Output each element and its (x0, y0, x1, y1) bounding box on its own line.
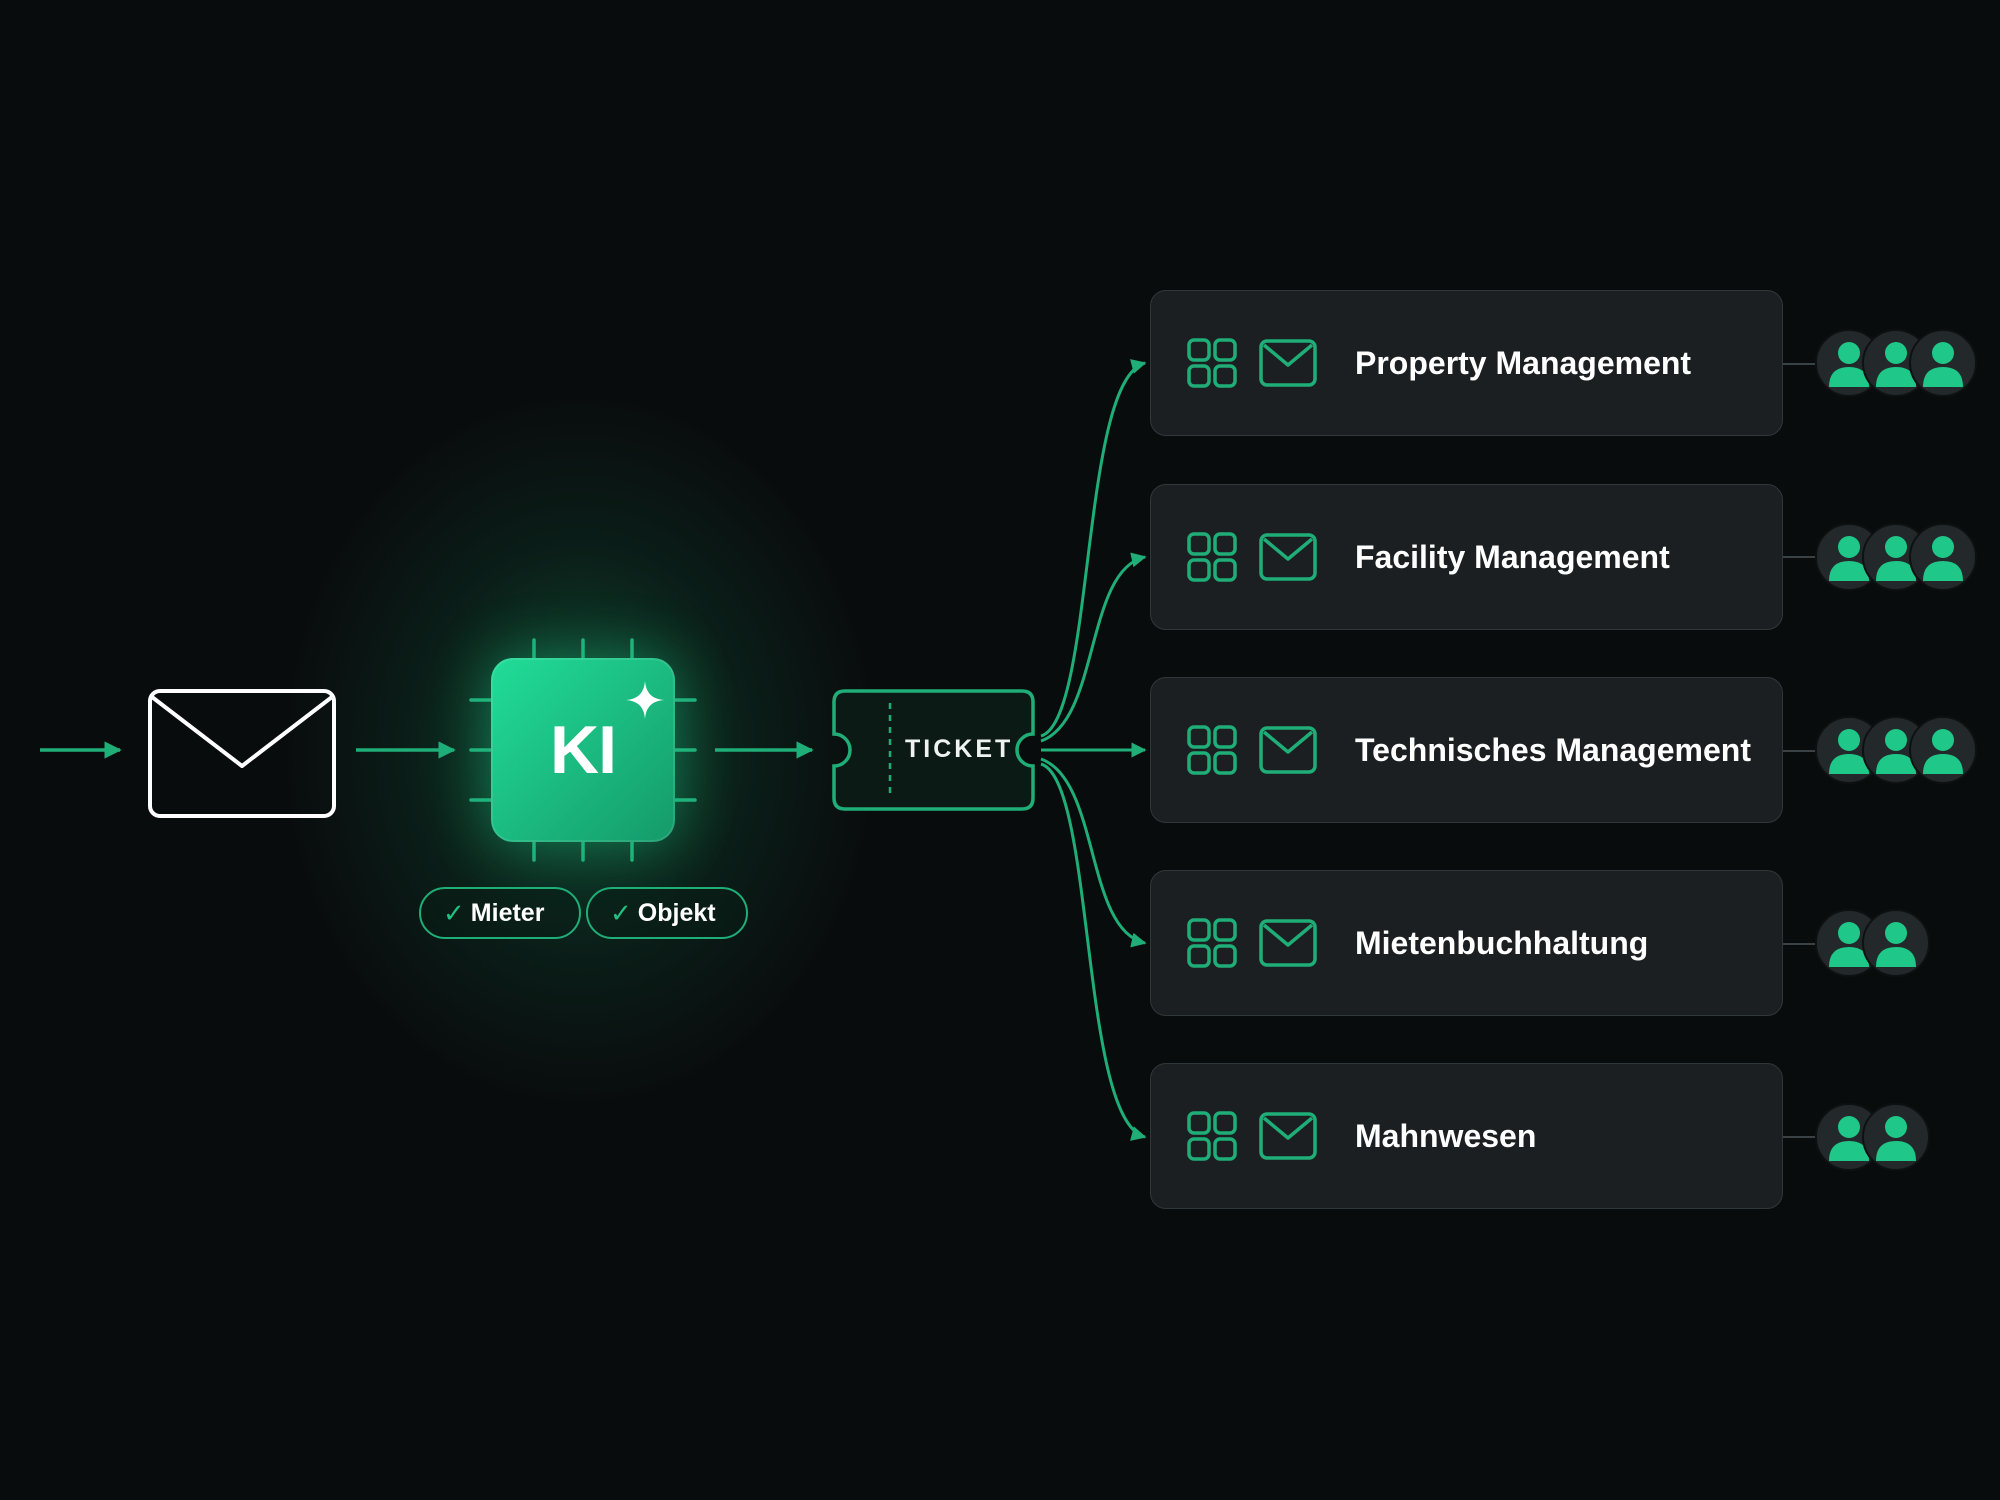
grid-icon (1187, 1111, 1237, 1161)
grid-icon (1187, 338, 1237, 388)
team-card-mahnwesen[interactable]: Mahnwesen (1150, 1063, 1783, 1209)
tag-objekt: ✓ Objekt (586, 887, 748, 939)
mail-icon (1259, 726, 1317, 774)
avatar (1909, 329, 1977, 397)
mail-icon (1259, 533, 1317, 581)
grid-icon (1187, 532, 1237, 582)
branch-mahnwesen (1040, 762, 1147, 1141)
team-card-mietenbuchhaltung[interactable]: Mietenbuchhaltung (1150, 870, 1783, 1016)
team-card-facility-management[interactable]: Facility Management (1150, 484, 1783, 630)
team-name: Technisches Management (1355, 731, 1751, 768)
check-icon: ✓ (610, 897, 632, 928)
avatar (1862, 909, 1930, 977)
team-members (1815, 1103, 1930, 1171)
avatar (1909, 716, 1977, 784)
team-name: Mietenbuchhaltung (1355, 924, 1649, 961)
team-connector (1783, 943, 1815, 945)
check-icon: ✓ (443, 897, 465, 928)
envelope-icon (148, 689, 336, 818)
branch-facility-management (1040, 552, 1147, 743)
branch-mietenbuchhaltung (1040, 757, 1147, 948)
sparkle-icon (626, 681, 664, 719)
ai-chip: KI (491, 658, 675, 842)
avatar (1862, 1103, 1930, 1171)
ai-chip-label: KI (550, 712, 617, 788)
mail-icon (1259, 919, 1317, 967)
team-members (1815, 909, 1930, 977)
team-card-technisches-management[interactable]: Technisches Management (1150, 677, 1783, 823)
team-name: Property Management (1355, 344, 1692, 381)
team-connector (1783, 750, 1815, 752)
avatar (1909, 523, 1977, 591)
branch-property-management (1040, 359, 1147, 738)
team-members (1815, 329, 1977, 397)
ticket-label: TICKET (905, 735, 1014, 763)
mail-icon (1259, 1112, 1317, 1160)
chip-pins (469, 638, 697, 862)
routing-branches (1040, 359, 1147, 1141)
tag-label: Objekt (637, 898, 716, 927)
team-members (1815, 716, 1977, 784)
grid-icon (1187, 725, 1237, 775)
ticket-icon (832, 689, 1035, 811)
team-connector (1783, 556, 1815, 558)
team-name: Facility Management (1355, 538, 1670, 575)
team-card-property-management[interactable]: Property Management (1150, 290, 1783, 436)
grid-icon (1187, 918, 1237, 968)
team-connector (1783, 1136, 1815, 1138)
mail-icon (1259, 339, 1317, 387)
tag-label: Mieter (470, 898, 545, 927)
team-name: Mahnwesen (1355, 1117, 1537, 1154)
team-connector (1783, 363, 1815, 365)
tag-mieter: ✓ Mieter (419, 887, 581, 939)
team-members (1815, 523, 1977, 591)
